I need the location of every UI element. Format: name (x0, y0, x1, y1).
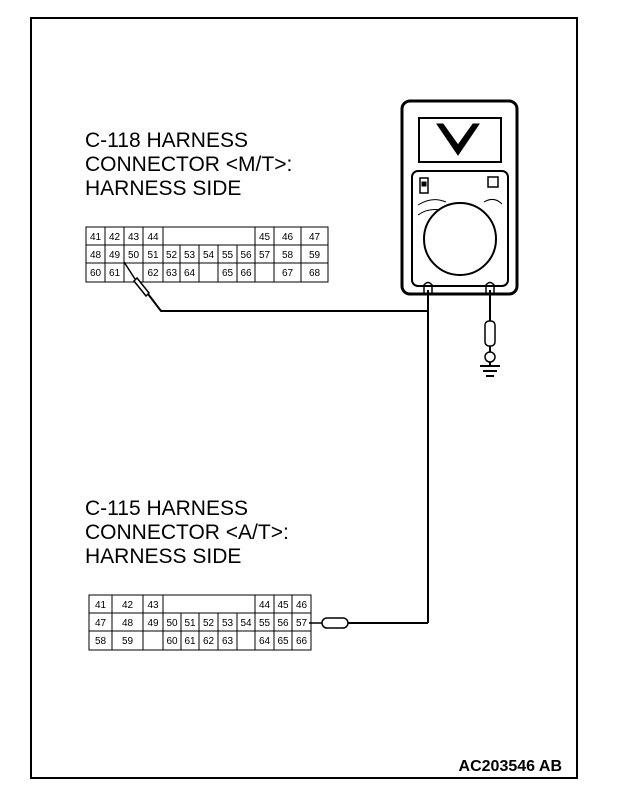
c115-pin-52: 52 (203, 618, 215, 629)
c118-pin-49: 49 (109, 250, 121, 261)
c115-pin-labels: 41 42 43 44 45 46 47 48 49 50 51 52 53 54 55 56 57 58 59 60… (95, 600, 308, 647)
c118-pin-60: 60 (90, 268, 102, 279)
c115-pin-45: 45 (277, 600, 289, 611)
c118-pin-47: 47 (309, 232, 321, 243)
c115-connector (88, 594, 312, 651)
probe-c115-pin-57 (309, 617, 349, 629)
voltage-symbol-icon (436, 123, 480, 156)
c115-pin-50: 50 (166, 618, 178, 629)
c115-pin-54: 54 (240, 618, 252, 629)
c118-pin-42: 42 (109, 232, 121, 243)
c115-pin-57: 57 (296, 618, 308, 629)
c118-pin-41: 41 (90, 232, 102, 243)
c118-pin-67: 67 (282, 268, 294, 279)
c118-pin-59: 59 (309, 250, 321, 261)
c115-pin-65: 65 (277, 636, 289, 647)
c118-pin-68: 68 (309, 268, 321, 279)
bottom-connector-label-line-1: C-115 HARNESS (85, 497, 248, 520)
c115-pin-53: 53 (222, 618, 234, 629)
c118-pin-62: 62 (147, 268, 159, 279)
meter-switch-left (419, 177, 429, 194)
c118-pin-64: 64 (184, 268, 196, 279)
c118-pin-44: 44 (147, 232, 159, 243)
c118-pin-53: 53 (184, 250, 196, 261)
top-connector-label-line-3: HARNESS SIDE (85, 177, 242, 200)
c115-pin-41: 41 (95, 600, 107, 611)
probe-c118-pin-49 (123, 261, 151, 298)
c115-pin-43: 43 (147, 600, 159, 611)
meter-switch-right (487, 176, 499, 188)
c115-pin-66: 66 (296, 636, 308, 647)
c115-pin-49: 49 (147, 618, 159, 629)
c118-pin-48: 48 (90, 250, 102, 261)
c118-pin-labels: 41 42 43 44 45 46 47 48 49 50 51 52 53 54 55 56 57 58 59 60… (90, 232, 321, 279)
c115-pin-59: 59 (122, 636, 134, 647)
c115-pin-58: 58 (95, 636, 107, 647)
top-connector-label-line-2: CONNECTOR <M/T>: (85, 153, 293, 176)
c115-pin-47: 47 (95, 618, 107, 629)
wires (144, 289, 491, 624)
c115-pin-60: 60 (166, 636, 178, 647)
c115-pin-61: 61 (184, 636, 196, 647)
c118-pin-58: 58 (282, 250, 294, 261)
c118-pin-43: 43 (128, 232, 140, 243)
c118-connector (85, 226, 329, 283)
c115-pin-63: 63 (222, 636, 234, 647)
bottom-connector-label-line-3: HARNESS SIDE (85, 545, 242, 568)
c118-pin-45: 45 (259, 232, 271, 243)
c118-pin-55: 55 (222, 250, 234, 261)
c115-pin-62: 62 (203, 636, 215, 647)
c118-pin-65: 65 (222, 268, 234, 279)
bottom-connector-label-line-2: CONNECTOR <A/T>: (85, 521, 289, 544)
top-connector-label-line-1: C-118 HARNESS (85, 129, 248, 152)
c115-pin-44: 44 (259, 600, 271, 611)
c118-pin-57: 57 (259, 250, 271, 261)
c115-pin-55: 55 (259, 618, 271, 629)
c115-pin-42: 42 (122, 600, 134, 611)
meter-dial (423, 202, 497, 276)
c118-pin-52: 52 (166, 250, 178, 261)
c118-pin-56: 56 (240, 250, 252, 261)
ground-probe (484, 320, 496, 363)
c118-pin-61: 61 (109, 268, 121, 279)
diagram-frame (30, 17, 578, 779)
figure-code: AC203546 AB (458, 758, 562, 775)
c115-pin-64: 64 (259, 636, 271, 647)
c118-pin-63: 63 (166, 268, 178, 279)
c115-pin-48: 48 (122, 618, 134, 629)
c118-pin-51: 51 (147, 250, 159, 261)
c115-pin-46: 46 (296, 600, 308, 611)
c118-pin-50: 50 (128, 250, 140, 261)
ground-symbol-icon (480, 362, 500, 377)
c118-pin-54: 54 (203, 250, 215, 261)
c118-pin-66: 66 (240, 268, 252, 279)
c118-pin-46: 46 (282, 232, 294, 243)
c115-pin-56: 56 (277, 618, 289, 629)
voltmeter (400, 99, 519, 296)
c115-pin-51: 51 (184, 618, 196, 629)
